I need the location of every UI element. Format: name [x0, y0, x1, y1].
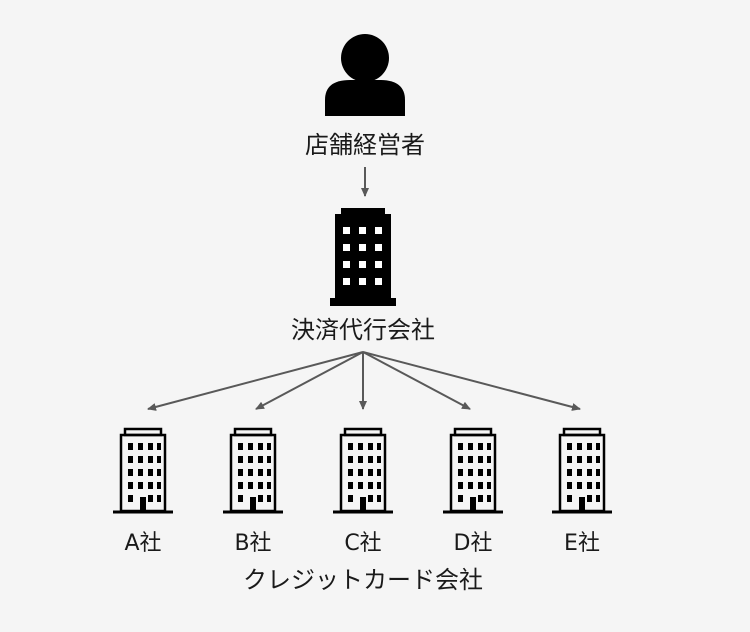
card-company-c: C社	[331, 427, 395, 556]
building-outline-icon	[111, 427, 175, 514]
arrow-agent-to-e	[362, 351, 581, 411]
person-icon	[325, 34, 405, 116]
arrow-agent-to-b	[255, 351, 364, 410]
office-building-icon	[330, 208, 396, 306]
fanout-arrows	[147, 351, 581, 411]
owner-label: 店舗経営者	[305, 131, 425, 159]
card-companies-group-label: クレジットカード会社	[243, 566, 483, 594]
company-label-a: A社	[124, 531, 161, 556]
company-label-b: B社	[234, 531, 271, 556]
building-outline-icon	[221, 427, 285, 514]
arrow-agent-to-a	[147, 351, 364, 411]
building-outline-icon	[441, 427, 505, 514]
card-company-e: E社	[550, 427, 614, 556]
building-outline-icon	[550, 427, 614, 514]
card-company-b: B社	[221, 427, 285, 556]
card-company-a: A社	[111, 427, 175, 556]
company-label-d: D社	[454, 531, 493, 556]
company-label-e: E社	[564, 531, 600, 556]
arrow-agent-to-d	[362, 351, 471, 410]
payment-agent-label: 決済代行会社	[291, 316, 435, 344]
company-label-c: C社	[344, 531, 381, 556]
building-outline-icon	[331, 427, 395, 514]
card-company-d: D社	[441, 427, 505, 556]
